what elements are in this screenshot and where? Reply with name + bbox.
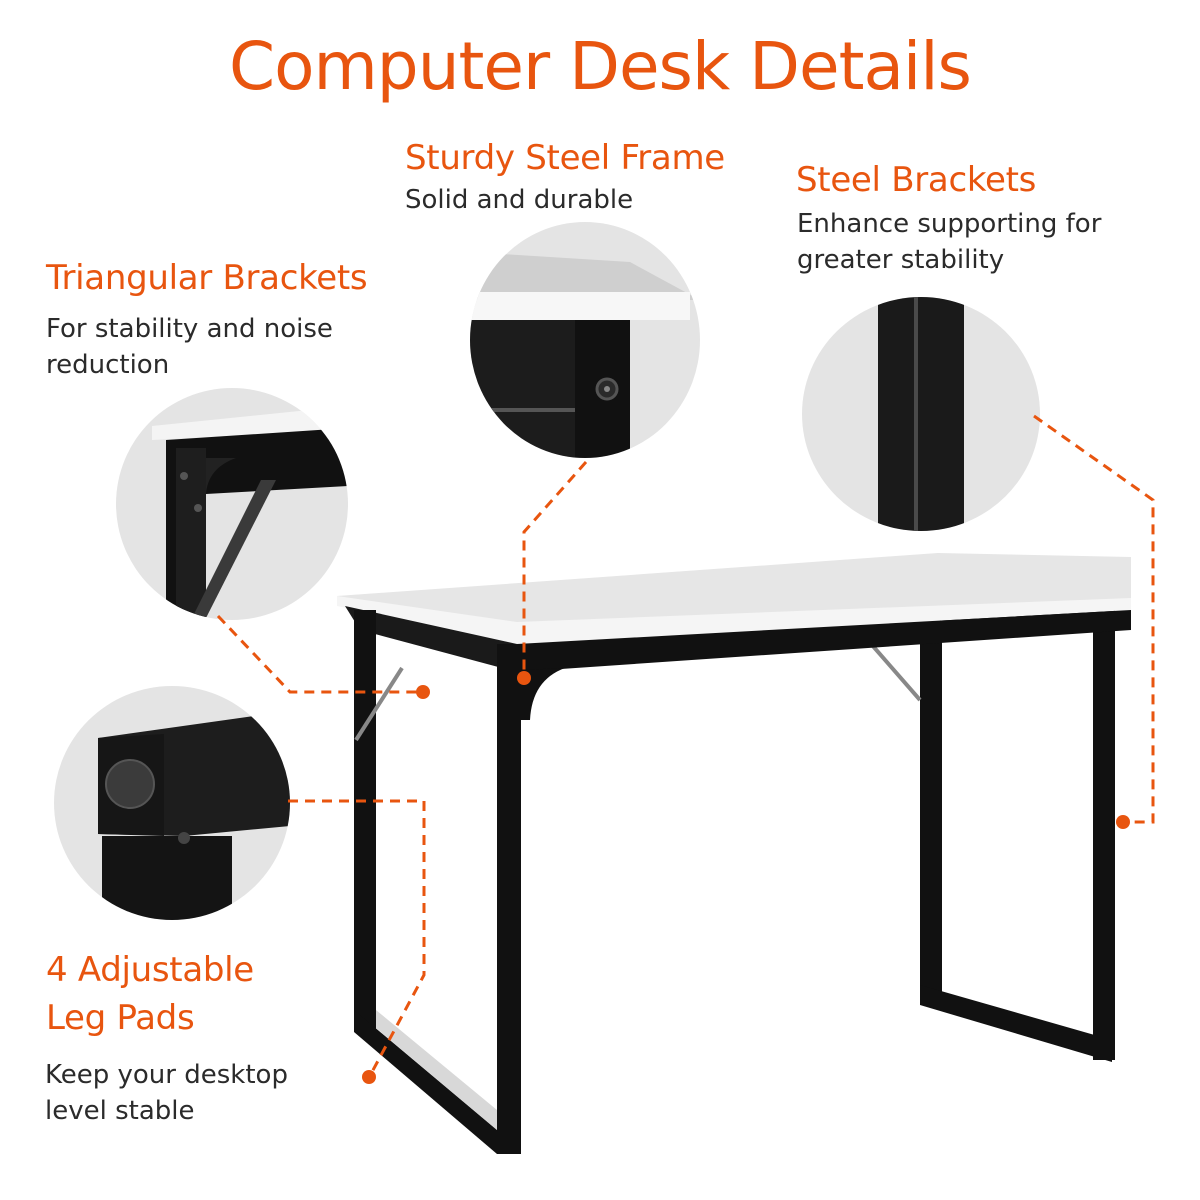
feature-desc-sturdy-steel-frame: Solid and durable bbox=[405, 185, 634, 215]
feature-title-leg-pads-line2: Leg Pads bbox=[46, 998, 195, 1038]
frame-corner-icon bbox=[470, 252, 700, 458]
triangular-bracket-closeup-image bbox=[116, 388, 348, 620]
feature-desc-leg-pads-line2: level stable bbox=[45, 1096, 195, 1126]
feature-desc-steel-brackets-line1: Enhance supporting for bbox=[797, 209, 1102, 239]
frame-corner-closeup-image bbox=[470, 222, 700, 458]
callout-line-leg-pads bbox=[288, 799, 426, 1073]
feature-desc-steel-brackets-line2: greater stability bbox=[797, 245, 1005, 275]
callout-dot-triangular-brackets bbox=[416, 685, 430, 699]
feature-desc-leg-pads-line1: Keep your desktop bbox=[45, 1060, 288, 1090]
page-title: Computer Desk Details bbox=[229, 28, 972, 105]
callout-dot-leg-pads bbox=[362, 1070, 376, 1084]
feature-title-sturdy-steel-frame: Sturdy Steel Frame bbox=[405, 138, 725, 178]
callout-dot-sturdy-steel-frame bbox=[517, 671, 531, 685]
callout-line-steel-brackets bbox=[1033, 414, 1155, 824]
callout-line-triangular-brackets bbox=[216, 614, 423, 694]
leg-icon bbox=[878, 297, 964, 531]
callout-dot-steel-brackets bbox=[1116, 815, 1130, 829]
triangular-bracket-icon bbox=[152, 406, 348, 620]
feature-desc-triangular-brackets-line2: reduction bbox=[46, 350, 170, 380]
feature-desc-triangular-brackets-line1: For stability and noise bbox=[46, 314, 333, 344]
leg-pad-closeup-image bbox=[54, 686, 290, 920]
feature-title-triangular-brackets: Triangular Brackets bbox=[46, 258, 368, 298]
leg-closeup-image bbox=[802, 297, 1040, 531]
leg-pad-icon bbox=[98, 716, 290, 920]
feature-title-steel-brackets: Steel Brackets bbox=[796, 160, 1037, 200]
feature-title-leg-pads-line1: 4 Adjustable bbox=[46, 950, 254, 990]
callout-line-sturdy-steel-frame bbox=[522, 461, 588, 678]
